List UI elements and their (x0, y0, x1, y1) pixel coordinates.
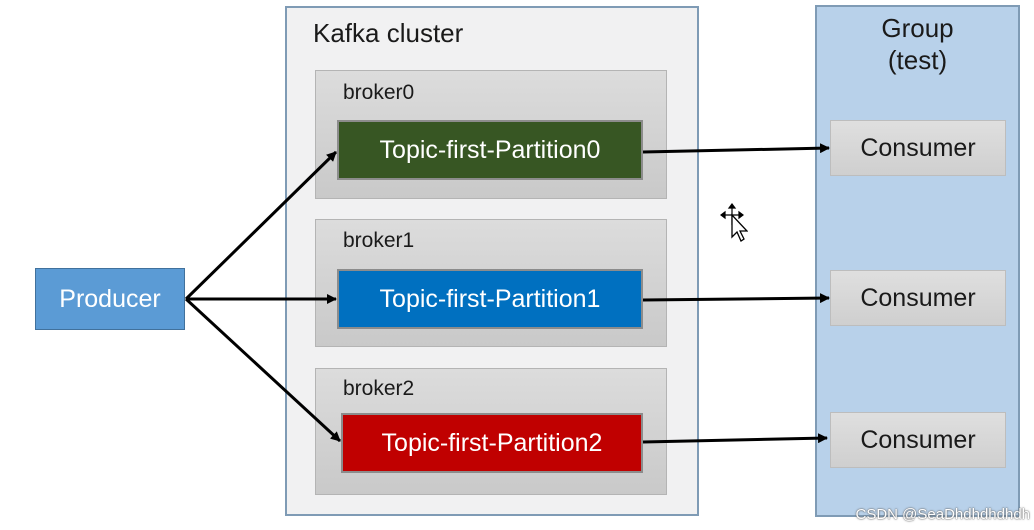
broker2-label: broker2 (343, 377, 415, 400)
kafka-cluster-title: Kafka cluster (313, 18, 464, 48)
consumer-box-2: Consumer (830, 412, 1006, 468)
partition0-box: Topic-first-Partition0 (337, 120, 643, 180)
group-title-line2: (test) (887, 45, 948, 75)
broker0-label: broker0 (343, 81, 415, 104)
consumer-box-0: Consumer (830, 120, 1006, 176)
partition1-box: Topic-first-Partition1 (337, 269, 643, 329)
arrow-producer-to-partition2 (184, 297, 342, 443)
arrow-partition2-to-consumer (642, 433, 828, 444)
consumer-box-1: Consumer (830, 270, 1006, 326)
partition2-box: Topic-first-Partition2 (341, 413, 643, 473)
watermark-text: CSDN @SeaDhdhdhdhdh (855, 506, 1031, 523)
move-cursor-icon (720, 203, 748, 242)
arrow-producer-to-partition0 (184, 150, 338, 301)
arrow-partition0-to-consumer (642, 143, 830, 154)
consumer-group-title: Group (test) (815, 12, 1020, 76)
group-title-line1: Group (881, 13, 954, 43)
producer-box: Producer (35, 268, 185, 330)
arrow-partition1-to-consumer (642, 293, 830, 304)
broker1-label: broker1 (343, 229, 415, 252)
